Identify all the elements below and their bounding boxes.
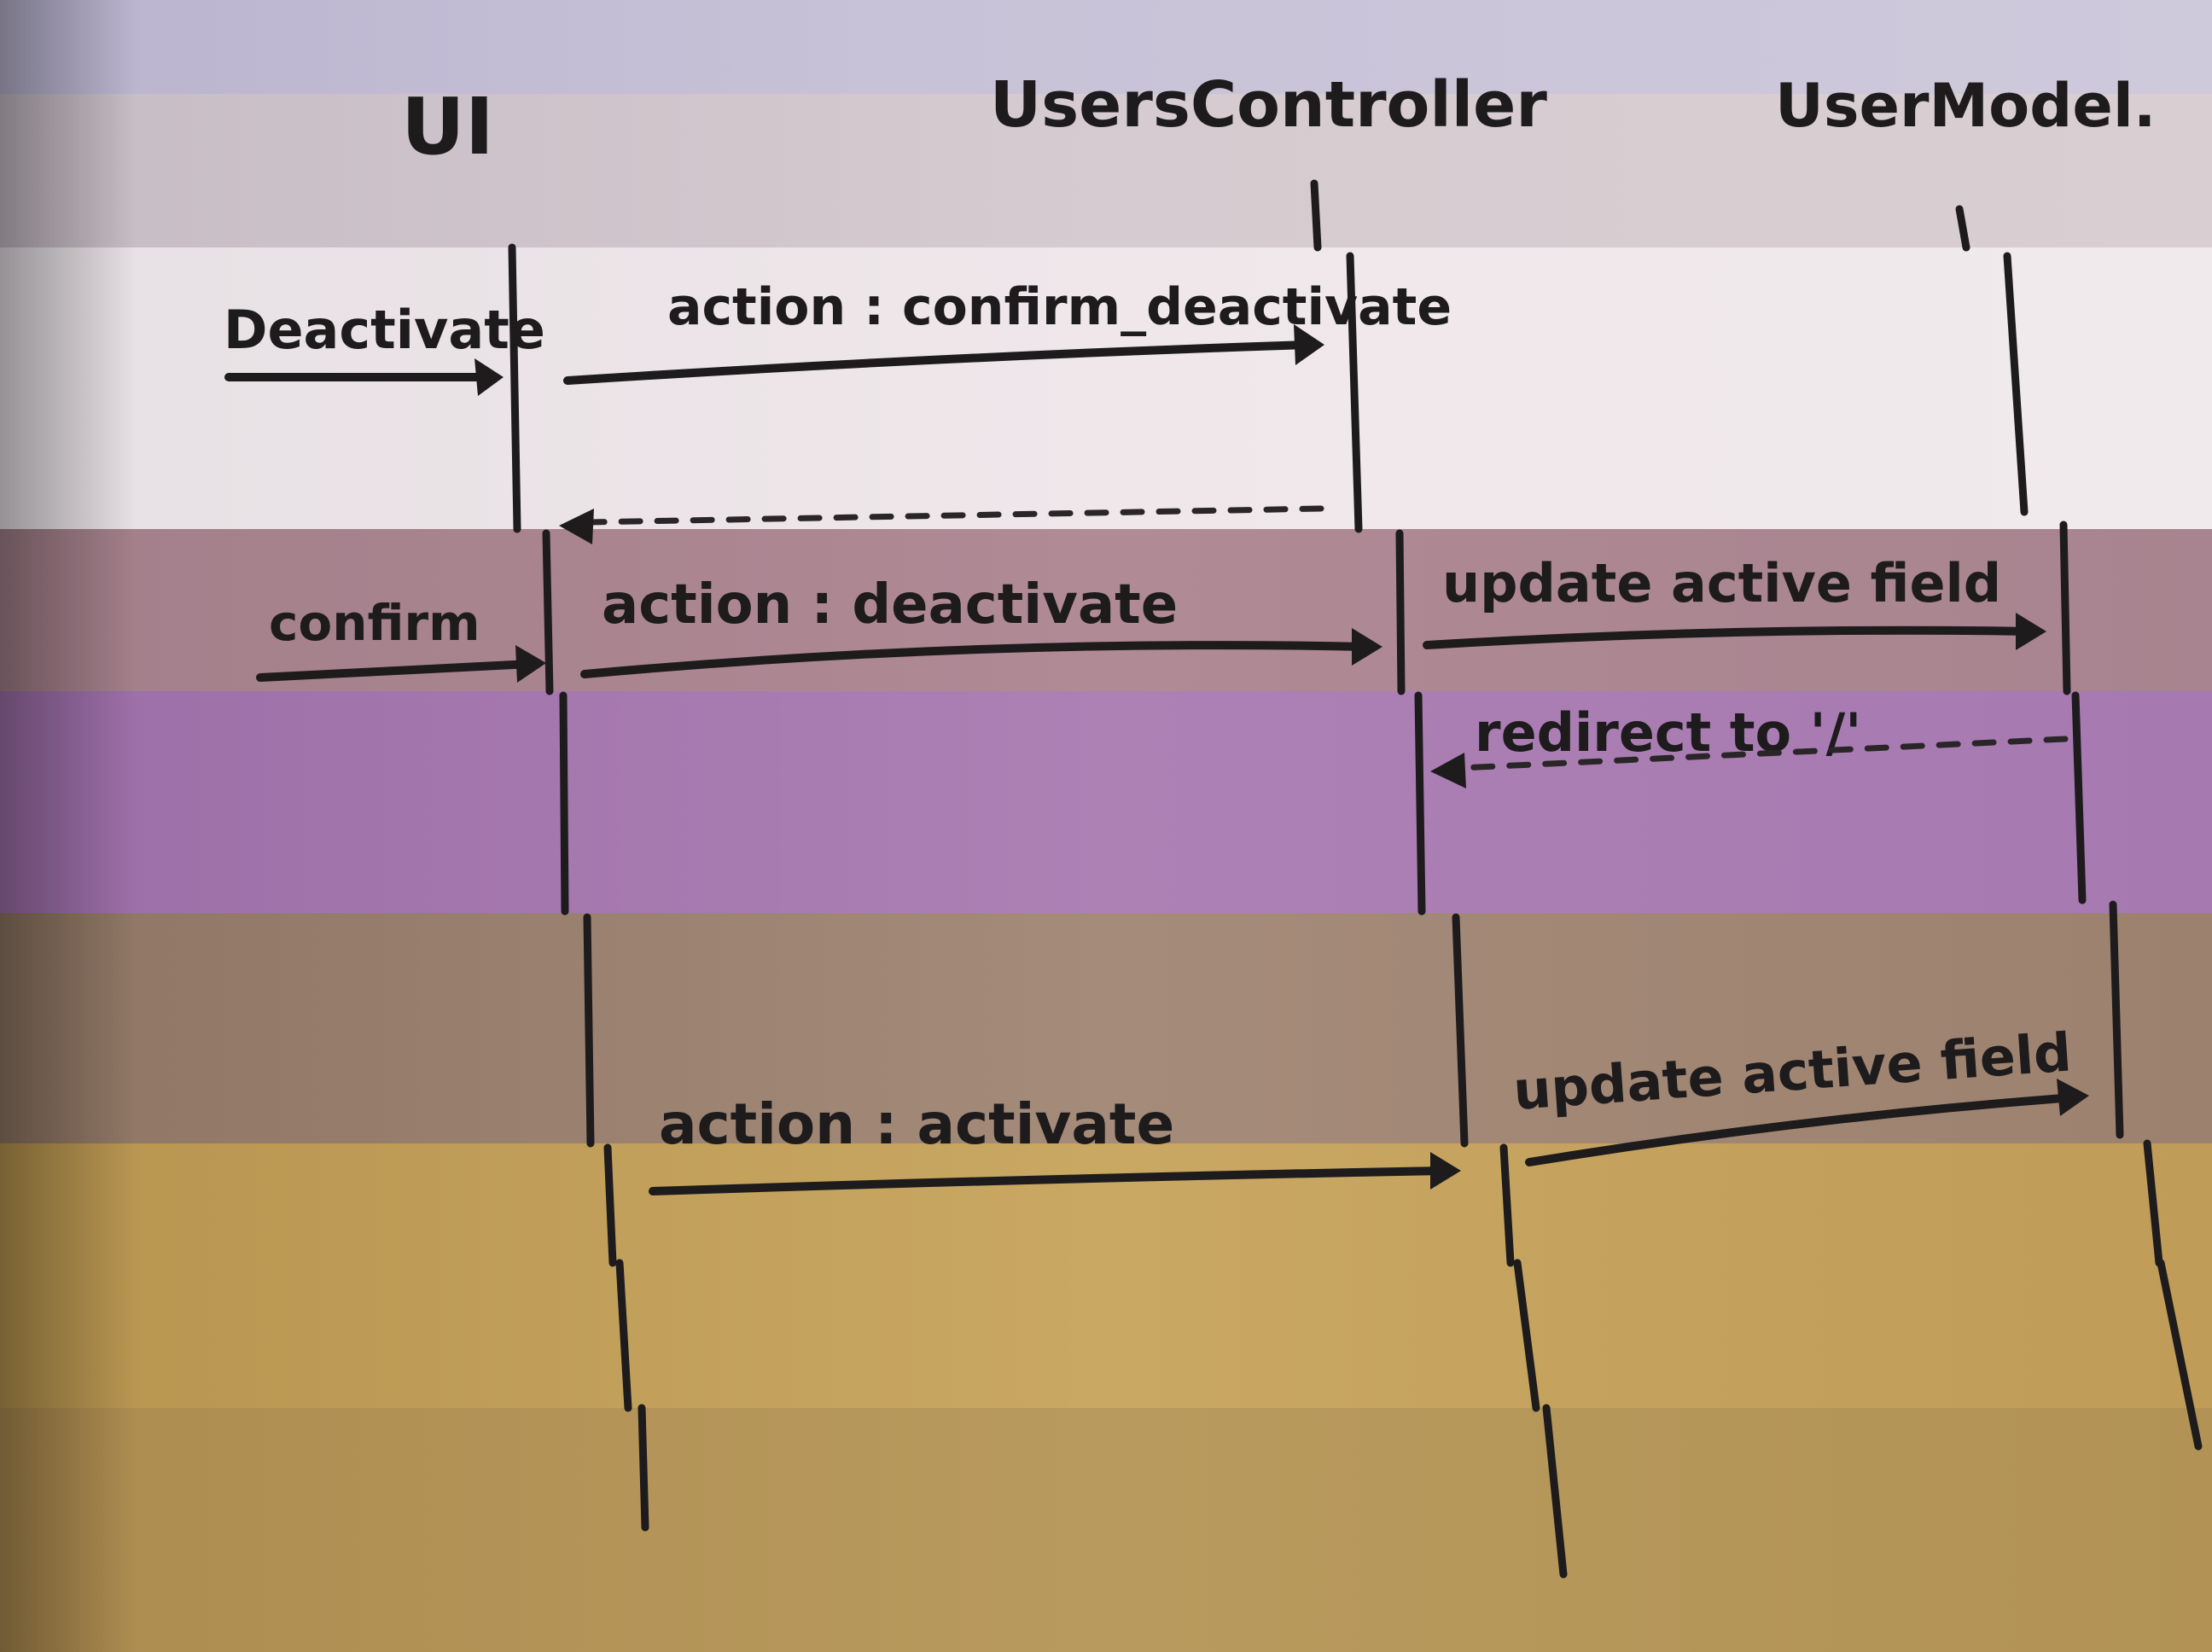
arrow-head	[559, 509, 594, 544]
lifeline-users-controller	[1310, 179, 1568, 1579]
lifeline-ui	[508, 243, 649, 1532]
arrow-head	[2057, 1079, 2089, 1116]
arrow-head	[1352, 628, 1382, 666]
paper-band-7	[0, 1143, 2212, 1408]
msg-confirm-arrow	[256, 660, 535, 682]
paper-band-8	[0, 1408, 2212, 1652]
arrow-head	[474, 358, 504, 396]
paper-band-6	[0, 913, 2212, 1143]
paper-band-3	[0, 247, 2212, 529]
paper-band-2	[0, 94, 2212, 265]
participant-ui: UI	[401, 81, 494, 172]
msg-redirect-dashed	[1458, 736, 2069, 771]
arrow-head	[1430, 753, 1466, 788]
arrow-head	[515, 645, 546, 683]
participant-users-controller: UsersController	[990, 68, 1547, 142]
msg-confirm-deactivate-label: action : confirm_deactivate	[667, 277, 1452, 337]
shadow-edge	[0, 0, 137, 1652]
msg-update-active-field-1-arrow	[1423, 625, 2035, 649]
msg-action-deactivate-arrow	[580, 641, 1371, 678]
paper-band-5	[0, 691, 2212, 913]
msg-confirm-label: confirm	[269, 594, 480, 652]
participant-user-model: UserModel.	[1775, 71, 2156, 141]
arrow-head	[1430, 1152, 1461, 1190]
msg-confirm-deactivate-arrow	[563, 340, 1313, 385]
msg-update-active-field-2-arrow	[1525, 1093, 2078, 1166]
msg-deactivate-label: Deactivate	[224, 299, 545, 361]
lifeline-user-model	[1955, 205, 2203, 1451]
msg-update-active-field-1-label: update active field	[1442, 552, 2001, 614]
msg-action-activate-label: action : activate	[659, 1091, 1174, 1157]
msg-action-deactivate-label: action : deactivate	[602, 573, 1178, 637]
return-dashed-1	[585, 505, 1324, 526]
arrow-head	[1294, 324, 1324, 365]
arrow-head	[2016, 613, 2046, 650]
paper-band-4	[0, 529, 2212, 691]
msg-action-activate-arrow	[649, 1166, 1450, 1195]
